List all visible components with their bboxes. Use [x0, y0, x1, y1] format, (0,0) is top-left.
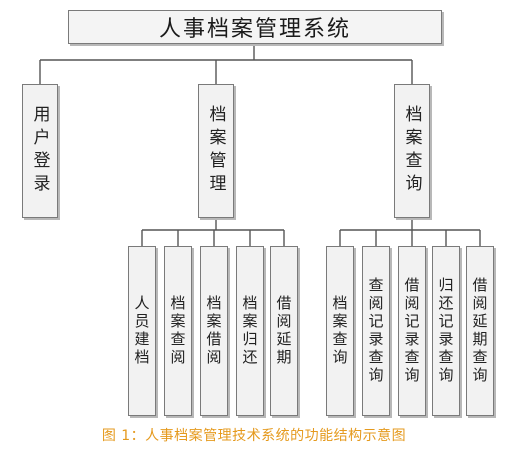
connector-query-children [339, 218, 481, 246]
root-label: 人事档案管理系统 [158, 17, 351, 42]
connector-root-l1 [39, 44, 413, 84]
leaf-mgmt-4: 档案归还 [236, 246, 264, 416]
node-archive-query-label: 档案查询 [401, 105, 422, 197]
leaf-label: 查阅记录查询 [366, 277, 385, 385]
leaf-query-2: 查阅记录查询 [362, 246, 390, 416]
leaf-mgmt-5: 借阅延期 [270, 246, 298, 416]
node-user-login: 用户登录 [22, 84, 58, 218]
leaf-label: 借阅延期查询 [470, 277, 489, 385]
leaf-label: 归还记录查询 [436, 277, 455, 385]
leaf-label: 档案借阅 [204, 295, 223, 367]
leaf-label: 档案查询 [330, 295, 349, 367]
node-user-login-label: 用户登录 [29, 105, 50, 197]
leaf-label: 借阅延期 [274, 295, 293, 367]
leaf-mgmt-1: 人员建档 [128, 246, 156, 416]
node-archive-management: 档案管理 [198, 84, 234, 218]
node-archive-query: 档案查询 [394, 84, 430, 218]
leaf-query-4: 归还记录查询 [432, 246, 460, 416]
leaf-query-1: 档案查询 [326, 246, 354, 416]
figure-caption: 图 1：人事档案管理技术系统的功能结构示意图 [101, 428, 407, 444]
leaf-mgmt-2: 档案查阅 [164, 246, 192, 416]
leaf-mgmt-3: 档案借阅 [200, 246, 228, 416]
leaf-query-5: 借阅延期查询 [466, 246, 494, 416]
node-archive-management-label: 档案管理 [205, 105, 226, 197]
leaf-label: 借阅记录查询 [402, 277, 421, 385]
leaf-query-3: 借阅记录查询 [398, 246, 426, 416]
leaf-label: 档案归还 [240, 295, 259, 367]
leaf-label: 人员建档 [132, 295, 151, 367]
leaf-label: 档案查阅 [168, 295, 187, 367]
root-node: 人事档案管理系统 [68, 10, 442, 44]
connector-mgmt-children [141, 218, 285, 246]
